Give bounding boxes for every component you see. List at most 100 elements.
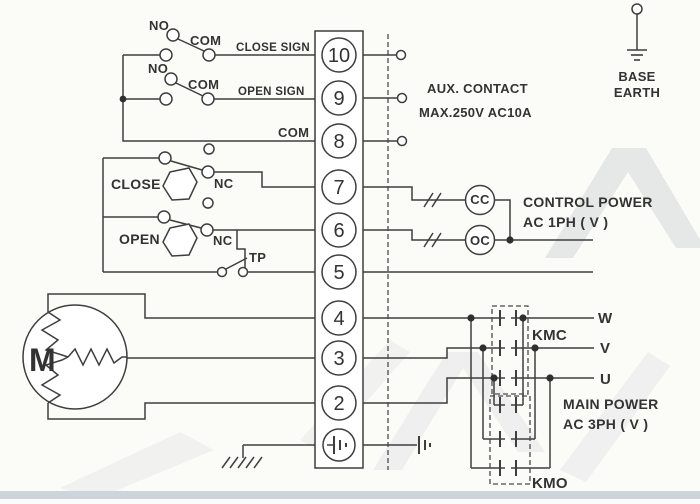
- kmo-dashed-box: [489, 395, 531, 485]
- no-contact: [202, 197, 214, 209]
- aux-contact-note-1: AUX. CONTACT: [427, 81, 528, 96]
- motor: M: [22, 304, 128, 410]
- aux-common-rail: [122, 55, 339, 142]
- terminal-3: 3: [321, 340, 357, 376]
- terminal-block: 10 9 8 7 6 5 4 3 2: [314, 30, 364, 469]
- aux-stub-contact: [395, 49, 407, 61]
- control-power-label-2: AC 1PH ( V ): [523, 214, 608, 230]
- contact-icon: [499, 431, 517, 447]
- terminal-9: 9: [321, 80, 357, 116]
- motor-label: M: [29, 342, 56, 378]
- phase-w-label: W: [598, 310, 613, 327]
- pole-contact: [159, 92, 173, 106]
- com-label-2: COM: [188, 77, 219, 92]
- pivot-contact: [158, 151, 172, 165]
- contact-icon: [499, 460, 517, 476]
- no-contact: [164, 72, 178, 86]
- nc-label-close: NC: [214, 176, 234, 191]
- open-switch-label: OPEN: [119, 231, 160, 247]
- terminal-2: 2: [321, 385, 357, 421]
- kmo-contactor-contacts: [471, 397, 550, 476]
- pivot-contact: [157, 210, 171, 224]
- phase-u-label: U: [600, 371, 611, 388]
- tp-contact: [216, 266, 228, 278]
- disconnect-icon: [423, 232, 442, 248]
- nc-contact: [201, 165, 215, 179]
- disconnect-icon: [423, 192, 442, 208]
- motor-winding-top: [40, 311, 69, 358]
- phase-v-label: V: [600, 340, 610, 357]
- kmc-contactor-contacts: [499, 310, 517, 386]
- terminal-number: 7: [333, 177, 344, 199]
- switch-contact-circles: [157, 28, 408, 278]
- terminal-number: 5: [333, 262, 344, 284]
- tp-label: TP: [249, 250, 266, 265]
- terminal-number: 9: [333, 88, 344, 110]
- base-earth: BASE EARTH: [614, 3, 660, 100]
- close-switch-label: CLOSE: [111, 176, 161, 192]
- open-coil: OC: [464, 224, 496, 256]
- no-label-2: NO: [148, 61, 168, 76]
- terminal-number: 10: [328, 45, 350, 67]
- terminal-earth: [322, 428, 356, 462]
- nc-contact: [200, 223, 214, 237]
- com-label-3: COM: [278, 125, 309, 140]
- close-coil-label: CC: [470, 192, 490, 207]
- main-power-label-1: MAIN POWER: [563, 396, 659, 412]
- kmo-label: KMO: [532, 475, 568, 492]
- base-earth-terminal: [631, 3, 643, 15]
- com-contact: [201, 92, 215, 106]
- open-cam-icon: [162, 223, 198, 257]
- kmc-label: KMC: [532, 327, 567, 344]
- terminal-4: 4: [321, 300, 357, 336]
- ground-connection: [221, 436, 431, 469]
- motor-winding-right: [67, 347, 127, 367]
- terminal-7: 7: [321, 169, 357, 205]
- main-power-label-2: AC 3PH ( V ): [563, 416, 648, 432]
- contact-icon: [499, 310, 517, 326]
- phase-u-wiring: [339, 377, 594, 468]
- terminal-8: 8: [321, 123, 357, 159]
- no-contact: [166, 28, 180, 42]
- contact-icon: [499, 340, 517, 356]
- com-label-1: COM: [190, 33, 221, 48]
- close-coil: CC: [464, 184, 496, 216]
- control-power-label-1: CONTROL POWER: [523, 194, 653, 210]
- aux-stub-contact: [396, 92, 408, 104]
- ground-icon: [221, 456, 263, 469]
- base-earth-label-1: BASE: [618, 69, 655, 84]
- limit-switch-close: [102, 157, 339, 272]
- motor-leads: [47, 293, 339, 420]
- terminal-number: 2: [333, 393, 344, 415]
- terminal-number: 4: [333, 308, 344, 330]
- open-sign-label: OPEN SIGN: [238, 86, 305, 98]
- close-cam-icon: [162, 167, 198, 201]
- terminal-6: 6: [321, 212, 357, 248]
- terminal-10: 10: [321, 37, 357, 73]
- contact-icon: [499, 370, 517, 386]
- earth-terminal-icon: [327, 436, 347, 454]
- terminal-number: 3: [333, 348, 344, 370]
- no-contact: [203, 143, 215, 155]
- pole-contact: [159, 48, 173, 62]
- phase-v-wiring: [339, 347, 594, 439]
- terminal-number: 6: [333, 220, 344, 242]
- bottom-edge-band: [0, 491, 700, 499]
- tp-contact: [237, 266, 249, 278]
- kmc-dashed-box: [491, 305, 529, 395]
- terminal-number: 8: [333, 131, 344, 153]
- com-contact: [202, 48, 216, 62]
- contact-icon: [499, 397, 517, 413]
- terminal-5: 5: [321, 254, 357, 290]
- aux-stub-contact: [396, 135, 408, 147]
- nc-label-open: NC: [213, 233, 233, 248]
- open-coil-label: OC: [470, 233, 490, 248]
- aux-contact-note-2: MAX.250V AC10A: [419, 105, 532, 120]
- no-label-1: NO: [149, 18, 169, 33]
- close-sign-label: CLOSE SIGN: [236, 42, 310, 54]
- earth-connector-icon: [418, 436, 431, 454]
- base-earth-icon: [627, 14, 647, 61]
- motor-winding-bottom: [40, 356, 69, 404]
- base-earth-label-2: EARTH: [614, 85, 660, 100]
